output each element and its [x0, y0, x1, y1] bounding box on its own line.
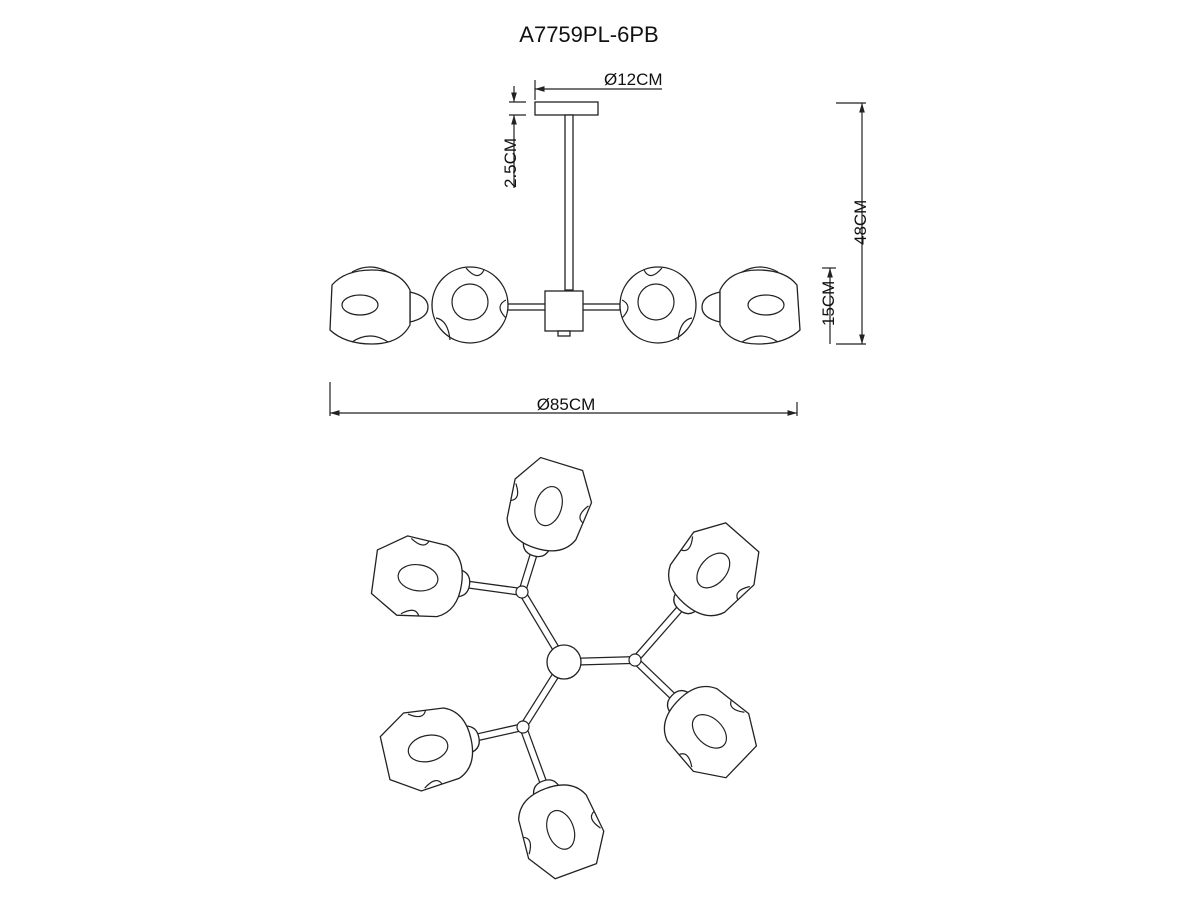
shade-right-round [619, 266, 697, 344]
y-junction [516, 720, 530, 734]
side-view: Ø12CM 2.5CM 48CM 15CM Ø85CM [329, 70, 870, 416]
shade-bottom [517, 779, 605, 880]
model-title: A7759PL-6PB [519, 22, 658, 47]
total-height-label: 48CM [851, 200, 870, 245]
shade-right-outer [701, 266, 801, 345]
shade-bottom [370, 535, 471, 618]
shade-left-outer [329, 266, 429, 345]
shade-bottom [663, 685, 758, 779]
shade-bottom [506, 456, 593, 558]
canopy-height-label: 2.5CM [501, 138, 520, 188]
y-junction [628, 653, 642, 667]
shade-bottom [379, 707, 480, 792]
canopy [534, 101, 599, 116]
bottom-view [370, 456, 760, 880]
hub [544, 290, 584, 332]
shade-bottom [667, 522, 760, 617]
center-hub [546, 644, 582, 680]
y-junction [515, 585, 529, 599]
canopy-diameter-label: Ø12CM [604, 70, 663, 89]
total-diameter-label: Ø85CM [537, 395, 596, 414]
shade-left-round [431, 266, 509, 344]
rod [564, 114, 574, 291]
shade-height-label: 15CM [819, 281, 838, 326]
